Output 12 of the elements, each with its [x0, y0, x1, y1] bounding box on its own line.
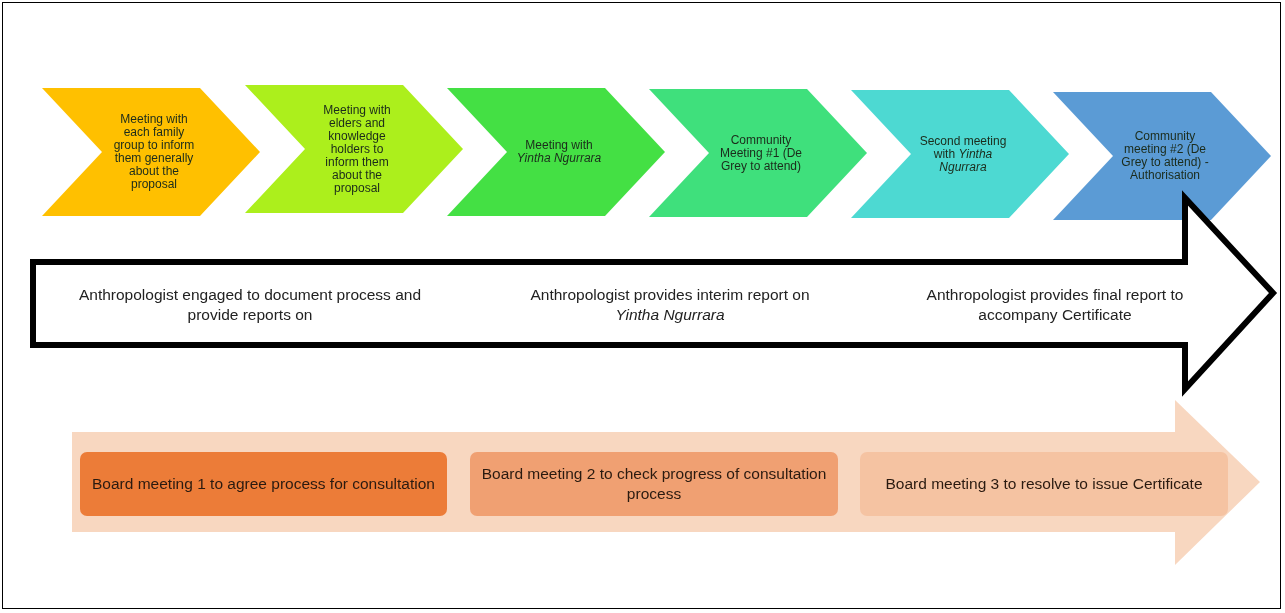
arrow-text: Anthropologist engaged to document process and provide reports on — [77, 285, 423, 325]
board-meeting-box: Board meeting 3 to resolve to issue Certificate — [860, 452, 1228, 516]
board-meeting-box: Board meeting 1 to agree process for consultation — [80, 452, 447, 516]
step-text: Meeting with elders and knowledge holders to inform them about the proposal — [322, 103, 392, 195]
step-text: Community Meeting #1 (De Grey to attend) — [718, 133, 803, 173]
step-text: Meeting with each family group to inform them generally about the proposal — [112, 113, 196, 191]
board-meeting-box: Board meeting 2 to check progress of consultation process — [470, 452, 838, 516]
step-text: Community meeting #2 (De Grey to attend) - Authorisation — [1121, 130, 1209, 182]
arrow-text: Anthropologist provides interim report on Yintha Ngurrara — [529, 285, 811, 325]
step-text: Second meeting with Yintha Ngurrara — [919, 134, 1007, 174]
arrow-text: Anthropologist provides final report to accompany Certificate — [925, 285, 1185, 325]
step-text: Meeting with Yintha Ngurrara — [515, 139, 603, 165]
